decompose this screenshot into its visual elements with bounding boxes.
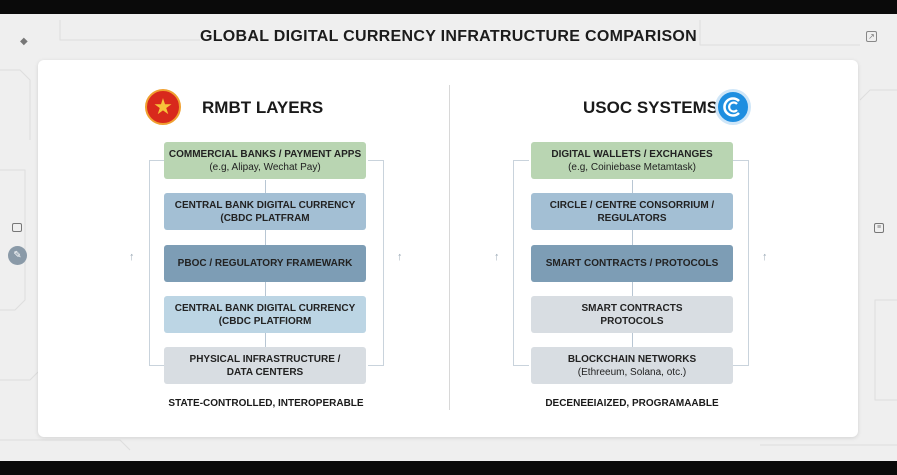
left-layer-box: CENTRAL BANK DIGITAL CURRENCY(CBDC PLATF… [164, 296, 366, 333]
divider [449, 85, 450, 410]
layer-subtitle: PROTOCOLS [600, 315, 664, 327]
arrow-up-icon: ↑ [762, 251, 768, 263]
page-title: GLOBAL DIGITAL CURRENCY INFRATRUCTURE CO… [199, 28, 698, 45]
layer-title: CENTRAL BANK DIGITAL CURRENCY [174, 199, 356, 211]
left-footer: STATE-CONTROLLED, INTEROPERABLE [168, 398, 364, 409]
layer-title: PHYSICAL INFRASTRUCTURE / [189, 353, 341, 365]
layer-subtitle: (e.g, Coiniebase Metamtask) [568, 161, 696, 173]
usdc-coin-icon [715, 89, 751, 125]
layer-subtitle: REGULATORS [597, 212, 667, 224]
layer-subtitle: (e.g, Alipay, Wechat Pay) [209, 161, 321, 173]
left-layer-box: COMMERCIAL BANKS / PAYMENT APPS(e.g, Ali… [164, 142, 366, 179]
left-bracket-right [368, 160, 384, 366]
layer-subtitle: (CBDC PLATFIORM [218, 315, 312, 327]
right-layer-box: BLOCKCHAIN NETWORKS(Ethreeum, Solana, ot… [531, 347, 733, 384]
list-icon[interactable]: ≡ [874, 223, 884, 233]
right-heading: USOC SYSTEMS [583, 98, 719, 117]
right-layer-box: DIGITAL WALLETS / EXCHANGES(e.g, Coinieb… [531, 142, 733, 179]
right-bracket-right [733, 160, 749, 366]
layer-title: SMART CONTRACTS [581, 302, 683, 314]
china-emblem-icon: ★ [145, 89, 181, 125]
layer-title: BLOCKCHAIN NETWORKS [567, 353, 697, 365]
layer-title: COMMERCIAL BANKS / PAYMENT APPS [168, 148, 362, 160]
right-layer-box: CIRCLE / CENTRE CONSORRIUM /REGULATORS [531, 193, 733, 230]
diamond-icon[interactable]: ◆ [20, 36, 28, 47]
layer-title: PBOC / REGULATORY FRAMEWARK [177, 258, 353, 269]
layer-subtitle: (Ethreeum, Solana, otc.) [577, 366, 687, 378]
layer-title: CIRCLE / CENTRE CONSORRIUM / [549, 199, 715, 211]
left-heading: RMBT LAYERS [202, 98, 324, 117]
left-layer-box: PHYSICAL INFRASTRUCTURE /DATA CENTERS [164, 347, 366, 384]
left-bracket [149, 160, 165, 366]
layer-subtitle: (CBDC PLATFRAM [220, 212, 310, 224]
right-footer: DECENEEIAIZED, PROGRAMAABLE [545, 398, 719, 409]
left-layer-box: CENTRAL BANK DIGITAL CURRENCY(CBDC PLATF… [164, 193, 366, 230]
right-layer-box: SMART CONTRACTS / PROTOCOLS [531, 245, 733, 282]
layer-subtitle: DATA CENTERS [226, 366, 304, 378]
arrow-up-icon: ↑ [129, 251, 135, 263]
arrow-up-icon: ↑ [397, 251, 403, 263]
bottom-bar [0, 461, 897, 475]
left-layer-box: PBOC / REGULATORY FRAMEWARK [164, 245, 366, 282]
layer-title: CENTRAL BANK DIGITAL CURRENCY [174, 302, 356, 314]
arrow-up-icon: ↑ [494, 251, 500, 263]
top-bar [0, 0, 897, 14]
layer-title: DIGITAL WALLETS / EXCHANGES [551, 148, 713, 160]
right-bracket [513, 160, 529, 366]
layer-title: SMART CONTRACTS / PROTOCOLS [545, 258, 719, 269]
comment-icon[interactable] [12, 223, 22, 232]
pen-icon[interactable]: ✎ [8, 246, 27, 265]
expand-icon[interactable]: ↗ [866, 31, 877, 42]
